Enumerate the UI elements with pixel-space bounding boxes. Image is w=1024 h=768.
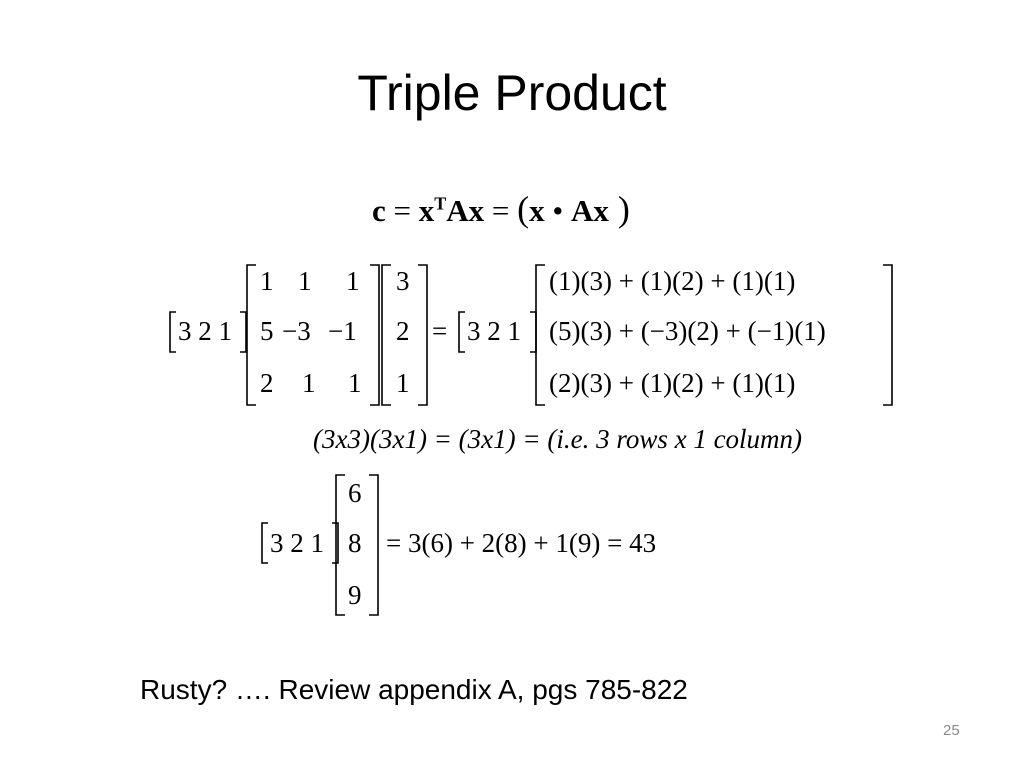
matrix-cell-r1c3: 1 xyxy=(346,266,360,296)
eq-equals-1: = xyxy=(385,193,419,228)
matrix-cell-r2c1: 5 xyxy=(260,316,274,346)
eq-transpose: T xyxy=(434,193,447,214)
eq-equals-2: = xyxy=(484,193,518,228)
eq-dot: • xyxy=(544,193,571,228)
row-vector-1: 3 2 1 xyxy=(178,316,232,346)
column2-cell-2: 8 xyxy=(348,528,362,558)
eq-ax2: Ax xyxy=(571,193,609,228)
matrix-cell-r2c3: −1 xyxy=(328,316,357,346)
page-number: 25 xyxy=(943,722,960,739)
row-vector-2: 3 2 1 xyxy=(270,528,324,558)
equation-dot-product: c = xTAx = (x • Ax ) xyxy=(372,188,630,230)
eq-x: x xyxy=(418,193,435,228)
product2-result: = 3(6) + 2(8) + 1(9) = 43 xyxy=(386,528,657,558)
footer-note: Rusty? …. Review appendix A, pgs 785-822 xyxy=(140,674,688,705)
column2-cell-1: 6 xyxy=(348,478,362,508)
result-row-3: (2)(3) + (1)(2) + (1)(1) xyxy=(549,368,796,398)
matrix-cell-r1c2: 1 xyxy=(298,266,312,296)
eq-right-paren: ) xyxy=(608,189,630,229)
slide-title: Triple Product xyxy=(357,65,667,121)
matrix-cell-r1c1: 1 xyxy=(260,266,274,296)
result-row-2: (5)(3) + (−3)(2) + (−1)(1) xyxy=(549,316,826,346)
matrix-cell-r3c2: 1 xyxy=(302,368,316,398)
column-vector-cell-1: 3 xyxy=(396,266,410,296)
eq-left-paren: ( xyxy=(517,189,530,229)
column-vector-cell-3: 1 xyxy=(396,368,410,398)
result-row-1: (1)(3) + (1)(2) + (1)(1) xyxy=(549,266,796,296)
equals-sign-1: = xyxy=(432,316,448,346)
result-row-vector: 3 2 1 xyxy=(467,316,521,346)
matrix-cell-r3c1: 2 xyxy=(260,368,274,398)
dimensions-note: (3x3)(3x1) = (3x1) = (i.e. 3 rows x 1 co… xyxy=(313,424,803,454)
column-vector-cell-2: 2 xyxy=(396,316,410,346)
matrix-cell-r2c2: −3 xyxy=(282,316,311,346)
eq-x2: x xyxy=(529,193,545,228)
column2-cell-3: 9 xyxy=(348,580,362,610)
eq-ax: Ax xyxy=(446,193,485,228)
matrix-cell-r3c3: 1 xyxy=(348,368,362,398)
eq-c: c xyxy=(372,193,386,228)
